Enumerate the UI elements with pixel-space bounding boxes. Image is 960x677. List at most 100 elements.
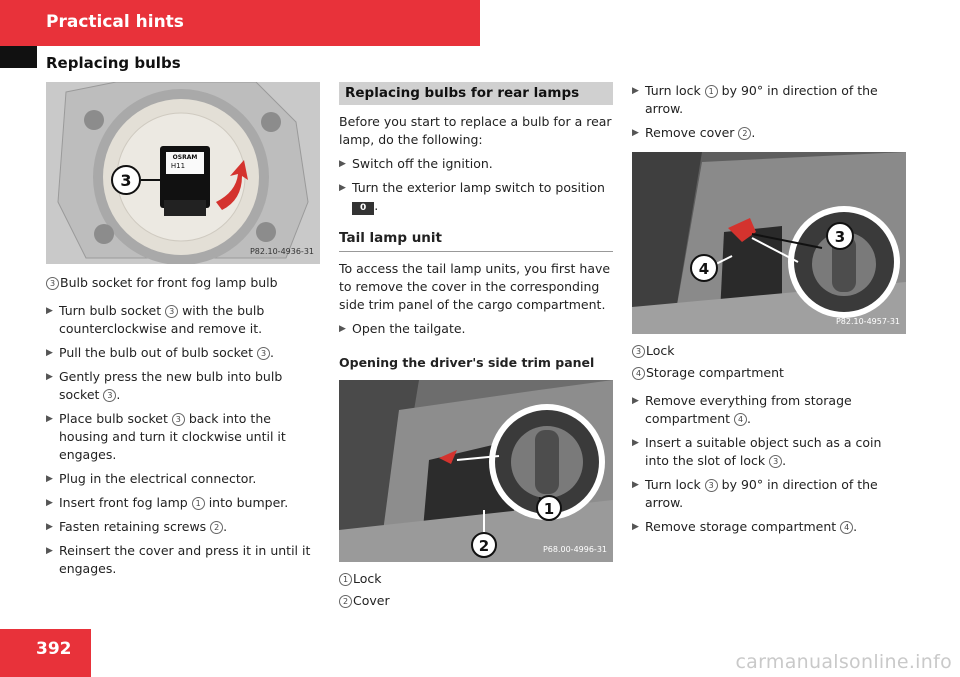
figure-code: P82.10-4957-31	[835, 317, 900, 326]
legend-item: 3 Bulb socket for front fog lamp bulb	[46, 274, 320, 292]
legend-text: Lock	[353, 571, 382, 586]
callout-3-text: 3	[120, 171, 131, 190]
ref-number: 3	[256, 347, 270, 360]
column-2: Replacing bulbs for rear lamps Before yo…	[339, 82, 613, 610]
step-arrow-icon: ▶	[46, 372, 53, 382]
column-1: OSRAM H11 3 P82.10-4936-31 3 Bulb socket…	[46, 82, 320, 578]
section-title: Practical hints	[46, 12, 184, 32]
step-item: ▶Switch off the ignition.	[339, 156, 493, 171]
ref-number: 2	[738, 127, 752, 140]
step-item: ▶Insert front fog lamp 1 into bumper.	[46, 495, 289, 510]
bulb-brand-label: OSRAM	[173, 154, 198, 161]
step-item: ▶Reinsert the cover and press it in unti…	[46, 543, 311, 576]
ref-number: 3	[103, 389, 117, 402]
callout-4-marker	[690, 254, 718, 282]
step-item: ▶Turn lock 1 by 90° in direction of the …	[632, 83, 878, 116]
callout-3-marker	[111, 165, 141, 195]
fog-lamp-steps: ▶Turn bulb socket 3 with the bulb counte…	[46, 302, 320, 578]
bulb-type-label: H11	[171, 162, 185, 170]
fog-lamp-illustration: OSRAM H11 3	[46, 82, 320, 264]
ref-number: 4	[734, 413, 747, 426]
header-tab-marker	[0, 46, 37, 68]
step-arrow-icon: ▶	[632, 128, 639, 138]
step-item: ▶Gently press the new bulb into bulb soc…	[46, 369, 283, 402]
rear-lamps-heading: Replacing bulbs for rear lamps	[339, 82, 613, 105]
ref-number: 3	[165, 305, 179, 318]
storage-compartment-illustration: 3 4	[632, 152, 906, 334]
step-arrow-icon: ▶	[632, 522, 639, 532]
tail-lamp-text: To access the tail lamp units, you first…	[339, 261, 611, 312]
legend-number: 1	[339, 573, 352, 586]
step-arrow-icon: ▶	[632, 438, 639, 448]
legend-number: 3	[632, 345, 645, 358]
turn-arrow-icon	[728, 218, 756, 242]
step-arrow-icon: ▶	[46, 414, 53, 424]
step-arrow-icon: ▶	[46, 498, 53, 508]
step-arrow-icon: ▶	[632, 480, 639, 490]
step-item: ▶Open the tailgate.	[339, 321, 466, 336]
step-arrow-icon: ▶	[632, 396, 639, 406]
rotate-arrow-icon	[216, 160, 248, 210]
step-item: ▶Pull the bulb out of bulb socket 3.	[46, 345, 274, 360]
watermark: carmanualsonline.info	[735, 651, 952, 673]
step-item: ▶Place bulb socket 3 back into the housi…	[46, 411, 286, 462]
storage-steps: ▶Remove everything from storage compartm…	[632, 392, 906, 536]
step-item: ▶Insert a suitable object such as a coin…	[632, 435, 882, 468]
legend-number: 3	[46, 277, 59, 290]
rear-lamps-intro: Before you start to replace a bulb for a…	[339, 114, 612, 147]
opening-panel-heading: Opening the driver's side trim panel	[339, 355, 595, 370]
turn-arrow-icon	[439, 450, 457, 464]
legend-item: 2 Cover	[339, 592, 613, 610]
trim-panel-illustration: 1 2	[339, 380, 613, 562]
legend-number: 4	[632, 367, 645, 380]
step-arrow-icon: ▶	[339, 183, 346, 193]
step-item: ▶Turn lock 3 by 90° in direction of the …	[632, 477, 878, 510]
subsection-title: Replacing bulbs	[46, 54, 181, 72]
step-item: ▶Remove storage compartment 4.	[632, 519, 858, 534]
legend-item: 1 Lock	[339, 570, 613, 588]
ref-number: 3	[769, 455, 783, 468]
ref-number: 4	[840, 521, 854, 534]
ref-number: 2	[210, 521, 224, 534]
step-arrow-icon: ▶	[339, 159, 346, 169]
step-item: ▶Turn the exterior lamp switch to positi…	[339, 180, 605, 215]
switch-position-key: 0	[352, 202, 375, 215]
header-bar	[0, 0, 480, 46]
figure-code: P68.00-4996-31	[542, 545, 607, 554]
figure-code: P82.10-4936-31	[249, 247, 314, 256]
legend-text: Storage compartment	[646, 365, 784, 380]
step-item: ▶Turn bulb socket 3 with the bulb counte…	[46, 303, 265, 336]
callout-2-marker	[471, 532, 497, 558]
step-item: ▶Remove cover 2.	[632, 125, 756, 140]
tail-lamp-heading: Tail lamp unit	[339, 229, 613, 252]
column-3: ▶Turn lock 1 by 90° in direction of the …	[632, 82, 906, 536]
ref-number: 1	[704, 85, 718, 98]
legend-text: Bulb socket for front fog lamp bulb	[60, 275, 278, 290]
step-arrow-icon: ▶	[46, 522, 53, 532]
step-arrow-icon: ▶	[339, 324, 346, 334]
trim-panel-figure: 1 2 P68.00-4996-31	[339, 380, 613, 562]
legend-item: 3 Lock	[632, 342, 906, 360]
page-number-box: 392	[0, 629, 91, 677]
callout-4-text: 4	[699, 260, 709, 278]
step-arrow-icon: ▶	[632, 86, 639, 96]
ref-number: 3	[704, 479, 718, 492]
legend-text: Cover	[353, 593, 390, 608]
step-arrow-icon: ▶	[46, 474, 53, 484]
callout-1-text: 1	[544, 500, 554, 518]
callout-1-marker	[536, 495, 562, 521]
fog-lamp-figure: OSRAM H11 3 P82.10-4936-31	[46, 82, 320, 264]
step-arrow-icon: ▶	[46, 546, 53, 556]
legend-text: Lock	[646, 343, 675, 358]
legend-number: 2	[339, 595, 352, 608]
ref-number: 1	[191, 497, 205, 510]
step-arrow-icon: ▶	[46, 348, 53, 358]
step-item: ▶Plug in the electrical connector.	[46, 471, 257, 486]
legend-item: 4 Storage compartment	[632, 364, 906, 382]
step-arrow-icon: ▶	[46, 306, 53, 316]
storage-compartment-figure: 3 4 P82.10-4957-31	[632, 152, 906, 334]
ref-number: 3	[171, 413, 185, 426]
callout-3-text: 3	[835, 228, 845, 246]
callout-2-text: 2	[479, 537, 489, 555]
callout-3-marker	[826, 222, 854, 250]
